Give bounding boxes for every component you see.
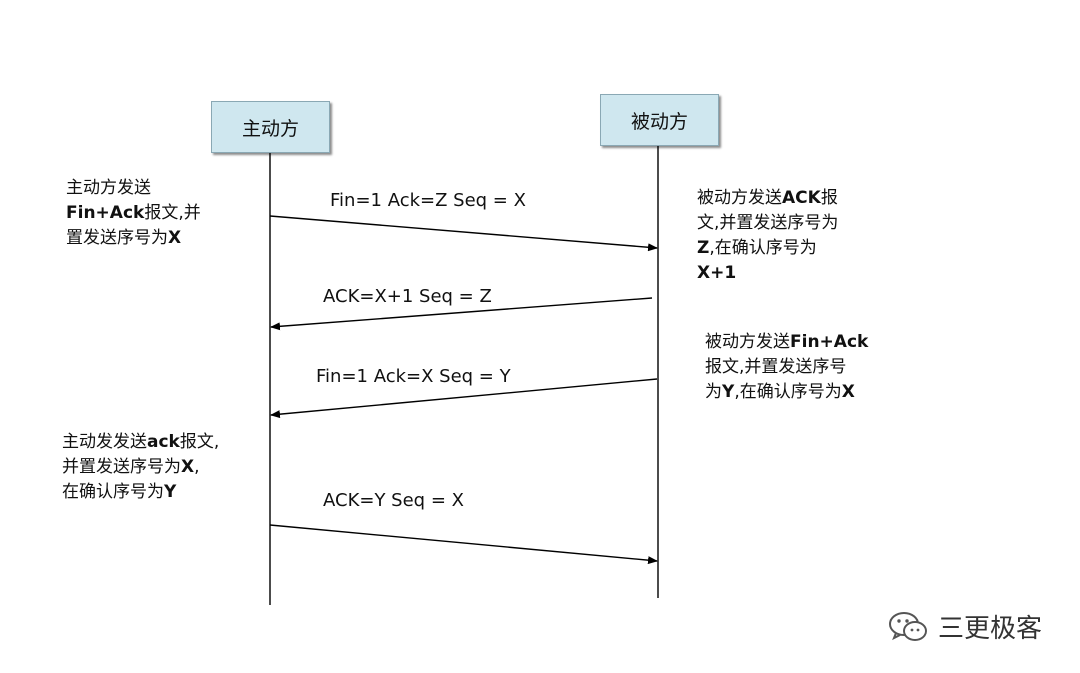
message-label-1: Fin=1 Ack=Z Seq = X — [330, 190, 526, 211]
message-arrow-1 — [269, 215, 658, 252]
message-arrow-4 — [269, 524, 658, 565]
note-passive-fin: 被动方发送Fin+Ack 报文,并置发送序号 为Y,在确认序号为X — [705, 330, 868, 405]
note-line: 为Y,在确认序号为X — [705, 382, 855, 402]
note-line: X+1 — [697, 263, 737, 283]
message-label-2: ACK=X+1 Seq = Z — [323, 286, 492, 307]
actor-active-label: 主动方 — [241, 117, 299, 140]
note-line: Fin+Ack报文,并 — [66, 203, 201, 223]
note-line: Z,在确认序号为 — [697, 238, 817, 258]
note-line: 并置发送序号为X, — [62, 457, 200, 477]
note-line: 被动方发送ACK报 — [697, 188, 838, 208]
note-passive-ack: 被动方发送ACK报 文,并置发送序号为 Z,在确认序号为 X+1 — [697, 186, 838, 286]
watermark-text: 三更极客 — [938, 614, 1043, 644]
note-line: 置发送序号为X — [66, 228, 182, 248]
note-line: 报文,并置发送序号 — [705, 357, 847, 377]
actor-passive-box: 被动方 — [600, 94, 719, 146]
note-line: 主动发发送ack报文, — [62, 432, 220, 452]
actor-active-box: 主动方 — [211, 101, 330, 153]
note-line: 在确认序号为Y — [62, 482, 177, 502]
actor-passive-label: 被动方 — [630, 110, 688, 133]
message-label-3: Fin=1 Ack=X Seq = Y — [316, 366, 511, 387]
wechat-icon — [889, 611, 927, 641]
watermark: 三更极客 — [888, 608, 1042, 645]
note-line: 文,并置发送序号为 — [697, 213, 839, 233]
message-arrow-3 — [270, 378, 658, 419]
note-line: 主动方发送 — [66, 178, 151, 198]
message-arrow-2 — [270, 297, 653, 331]
note-active-fin: 主动方发送 Fin+Ack报文,并 置发送序号为X — [66, 176, 201, 251]
note-line: 被动方发送Fin+Ack — [705, 332, 869, 352]
note-active-ack: 主动发发送ack报文, 并置发送序号为X, 在确认序号为Y — [62, 430, 219, 505]
message-label-4: ACK=Y Seq = X — [323, 490, 464, 511]
